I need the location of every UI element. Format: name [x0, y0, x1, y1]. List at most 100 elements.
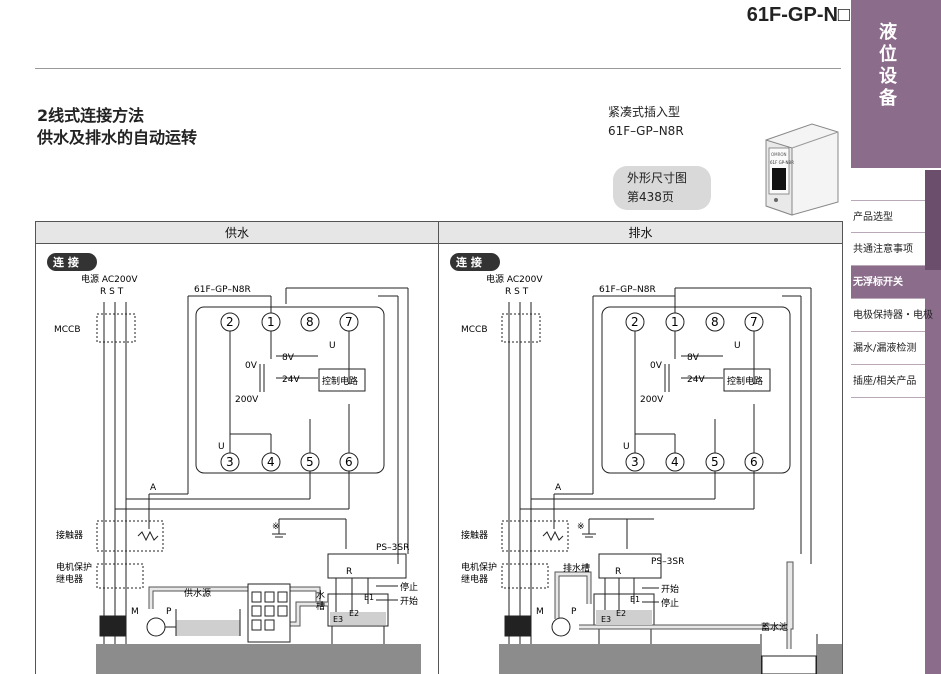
power-label: 电源 AC200V: [81, 273, 138, 285]
category-tab: 液 位 设 备: [851, 0, 941, 168]
water-level: [330, 612, 386, 625]
pin-3: 3: [226, 455, 234, 469]
panel-drainage: 排水: [438, 221, 843, 674]
label-24v: 24V: [282, 375, 300, 385]
tank-label-1: 水: [316, 589, 325, 601]
connect-badge-label: 连 接: [53, 255, 79, 269]
pin-7: 7: [345, 315, 353, 329]
mccb-label: MCCB: [54, 325, 81, 335]
ground-base-right: [817, 644, 842, 674]
pin-8: 8: [711, 315, 719, 329]
relay-pins: [625, 312, 764, 472]
pin-8: 8: [306, 315, 314, 329]
relay-product-image: OMRON 61F GP-N8R: [765, 123, 839, 216]
connect-badge-label: 连 接: [456, 255, 482, 269]
drain-tank-label: 排水槽: [563, 562, 590, 574]
label-motor: M: [536, 607, 544, 617]
label-8v: 8V: [282, 353, 295, 363]
pin-6: 6: [750, 455, 758, 469]
power-label: 电源 AC200V: [486, 273, 543, 285]
pin-3: 3: [631, 455, 639, 469]
control-circuit-label: 控制电路: [727, 375, 763, 387]
label-u-bottom: U: [623, 442, 630, 452]
control-circuit-label: 控制电路: [322, 375, 358, 387]
contactor-label: 接触器: [56, 529, 83, 541]
label-e2: E2: [616, 609, 626, 618]
pin-7: 7: [750, 315, 758, 329]
mccb-label: MCCB: [461, 325, 488, 335]
pin-5: 5: [711, 455, 719, 469]
phase-label: R S T: [100, 287, 124, 297]
side-item-precautions[interactable]: 共通注意事项: [851, 233, 925, 266]
side-item-floatless-switch[interactable]: 无浮标开关: [851, 266, 925, 299]
panel-water-supply: 供水: [35, 221, 439, 674]
label-pump: P: [166, 607, 172, 617]
connect-badge: [47, 253, 97, 271]
label-u-bottom: U: [218, 442, 225, 452]
motor-relay-label-2: 继电器: [461, 573, 488, 585]
heading-line-1: 2线式连接方法: [37, 106, 145, 125]
label-u-top: U: [329, 341, 336, 351]
motor-relay-label-1: 电机保护: [461, 561, 497, 573]
ground-mark: ※: [577, 522, 585, 532]
model-name: 61F–GP–N8R: [608, 124, 684, 138]
ground-base: [96, 644, 421, 674]
side-item-electrode-holder[interactable]: 电极保持器・电极: [851, 299, 933, 332]
side-gap: [851, 168, 941, 170]
label-e1: E1: [364, 593, 374, 602]
motor-relay-label-2: 继电器: [56, 573, 83, 585]
label-u-top: U: [734, 341, 741, 351]
relay-model-label: 61F GP-N8R: [770, 160, 794, 165]
label-start: 开始: [400, 595, 418, 607]
label-r: R: [615, 567, 621, 577]
side-item-sockets[interactable]: 插座/相关产品: [851, 365, 925, 398]
label-r: R: [346, 567, 352, 577]
side-item-selection[interactable]: 产品选型: [851, 200, 925, 233]
pin-4: 4: [671, 455, 679, 469]
wiring-diagram-drain: 连 接 电源 AC200V R S T MCCB 61F–GP–N8R 2 1 …: [450, 253, 842, 674]
wiring-diagram-supply: 连 接 电源 AC200V R S T MCCB 61F–GP–N8R 2 1 …: [47, 253, 421, 674]
label-stop: 停止: [400, 581, 418, 593]
relay-model-text: 61F–GP–N8R: [194, 285, 251, 295]
connect-badge: [450, 253, 500, 271]
label-motor: M: [131, 607, 139, 617]
category-title-char: 位: [879, 44, 897, 65]
label-200v: 200V: [640, 395, 664, 405]
category-title: 液 位 设 备: [851, 22, 925, 110]
building-windows: [251, 591, 288, 631]
label-0v: 0V: [650, 361, 663, 371]
model-type: 紧凑式插入型: [608, 105, 681, 119]
ground-base: [499, 644, 761, 674]
dimension-link-page: 第438页: [627, 190, 674, 204]
model-info: 紧凑式插入型 61F–GP–N8R: [608, 103, 684, 141]
label-a: A: [555, 483, 562, 493]
dimension-link-title: 外形尺寸图: [627, 171, 688, 185]
relay-label-panel: [772, 168, 786, 190]
drain-water-level: [596, 610, 652, 625]
label-e2: E2: [349, 609, 359, 618]
label-pump: P: [571, 607, 577, 617]
label-e3: E3: [333, 615, 343, 624]
label-0v: 0V: [245, 361, 258, 371]
label-e1: E1: [630, 595, 640, 604]
panel-title-supply: 供水: [36, 222, 438, 244]
side-stripe-marker: [925, 170, 941, 270]
label-200v: 200V: [235, 395, 259, 405]
category-title-char: 设: [879, 66, 897, 87]
ground-mark: ※: [272, 522, 280, 532]
category-title-char: 液: [879, 22, 897, 43]
section-heading: 2线式连接方法 供水及排水的自动运转: [37, 105, 197, 149]
dimension-link[interactable]: 外形尺寸图 第438页: [613, 166, 711, 210]
pin-1: 1: [671, 315, 679, 329]
contactor-label: 接触器: [461, 529, 488, 541]
side-item-leak-detection[interactable]: 漏水/漏液检测: [851, 332, 925, 365]
pin-4: 4: [267, 455, 275, 469]
relay-pins: [220, 312, 359, 472]
category-title-char: 备: [879, 88, 897, 109]
label-start: 开始: [661, 583, 679, 595]
pin-6: 6: [345, 455, 353, 469]
phase-label: R S T: [505, 287, 529, 297]
top-divider: [35, 68, 841, 69]
label-stop: 停止: [661, 597, 679, 609]
reservoir-label: 蓄水池: [761, 621, 788, 633]
